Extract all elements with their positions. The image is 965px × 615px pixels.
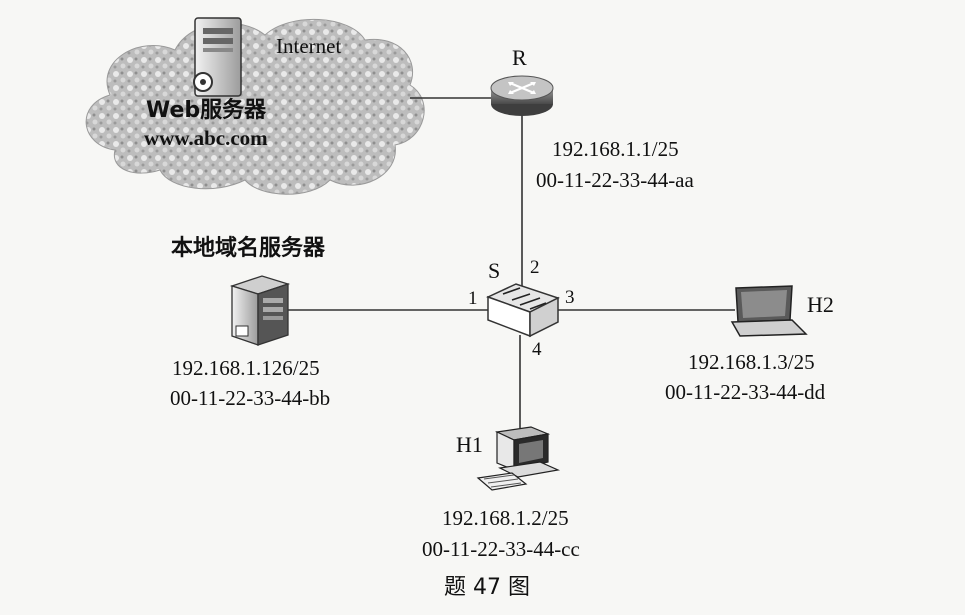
h2-ip: 192.168.1.3/25: [688, 350, 815, 374]
web-server-icon: [193, 17, 242, 97]
switch-port-2: 2: [530, 257, 540, 278]
switch-name: S: [488, 258, 501, 283]
dns-server-ip: 192.168.1.126/25: [172, 356, 320, 380]
router-ip: 192.168.1.1/25: [552, 137, 679, 161]
web-server-domain: www.abc.com: [144, 126, 268, 150]
router-icon: [490, 75, 554, 116]
h1-ip: 192.168.1.2/25: [442, 506, 569, 530]
switch-icon: [486, 283, 560, 338]
switch-port-1: 1: [468, 288, 478, 309]
desktop-computer-icon: [476, 426, 561, 491]
h1-mac: 00-11-22-33-44-cc: [422, 537, 580, 561]
web-server-label: Web服务器: [146, 98, 267, 123]
h2-name: H2: [807, 292, 834, 317]
laptop-icon: [730, 285, 808, 337]
router-name: R: [512, 45, 527, 70]
internet-label: Internet: [276, 34, 342, 58]
switch-port-3: 3: [565, 287, 575, 308]
switch-port-4: 4: [532, 339, 542, 360]
dns-server-mac: 00-11-22-33-44-bb: [170, 386, 331, 410]
h1-name: H1: [456, 432, 483, 457]
internet-cloud: [85, 19, 425, 195]
link-lines: [288, 97, 735, 428]
dns-server-icon: [229, 275, 291, 346]
h2-mac: 00-11-22-33-44-dd: [665, 380, 826, 404]
figure-caption: 题 47 图: [444, 575, 530, 600]
dns-server-label: 本地域名服务器: [171, 236, 326, 261]
router-mac: 00-11-22-33-44-aa: [536, 168, 694, 192]
